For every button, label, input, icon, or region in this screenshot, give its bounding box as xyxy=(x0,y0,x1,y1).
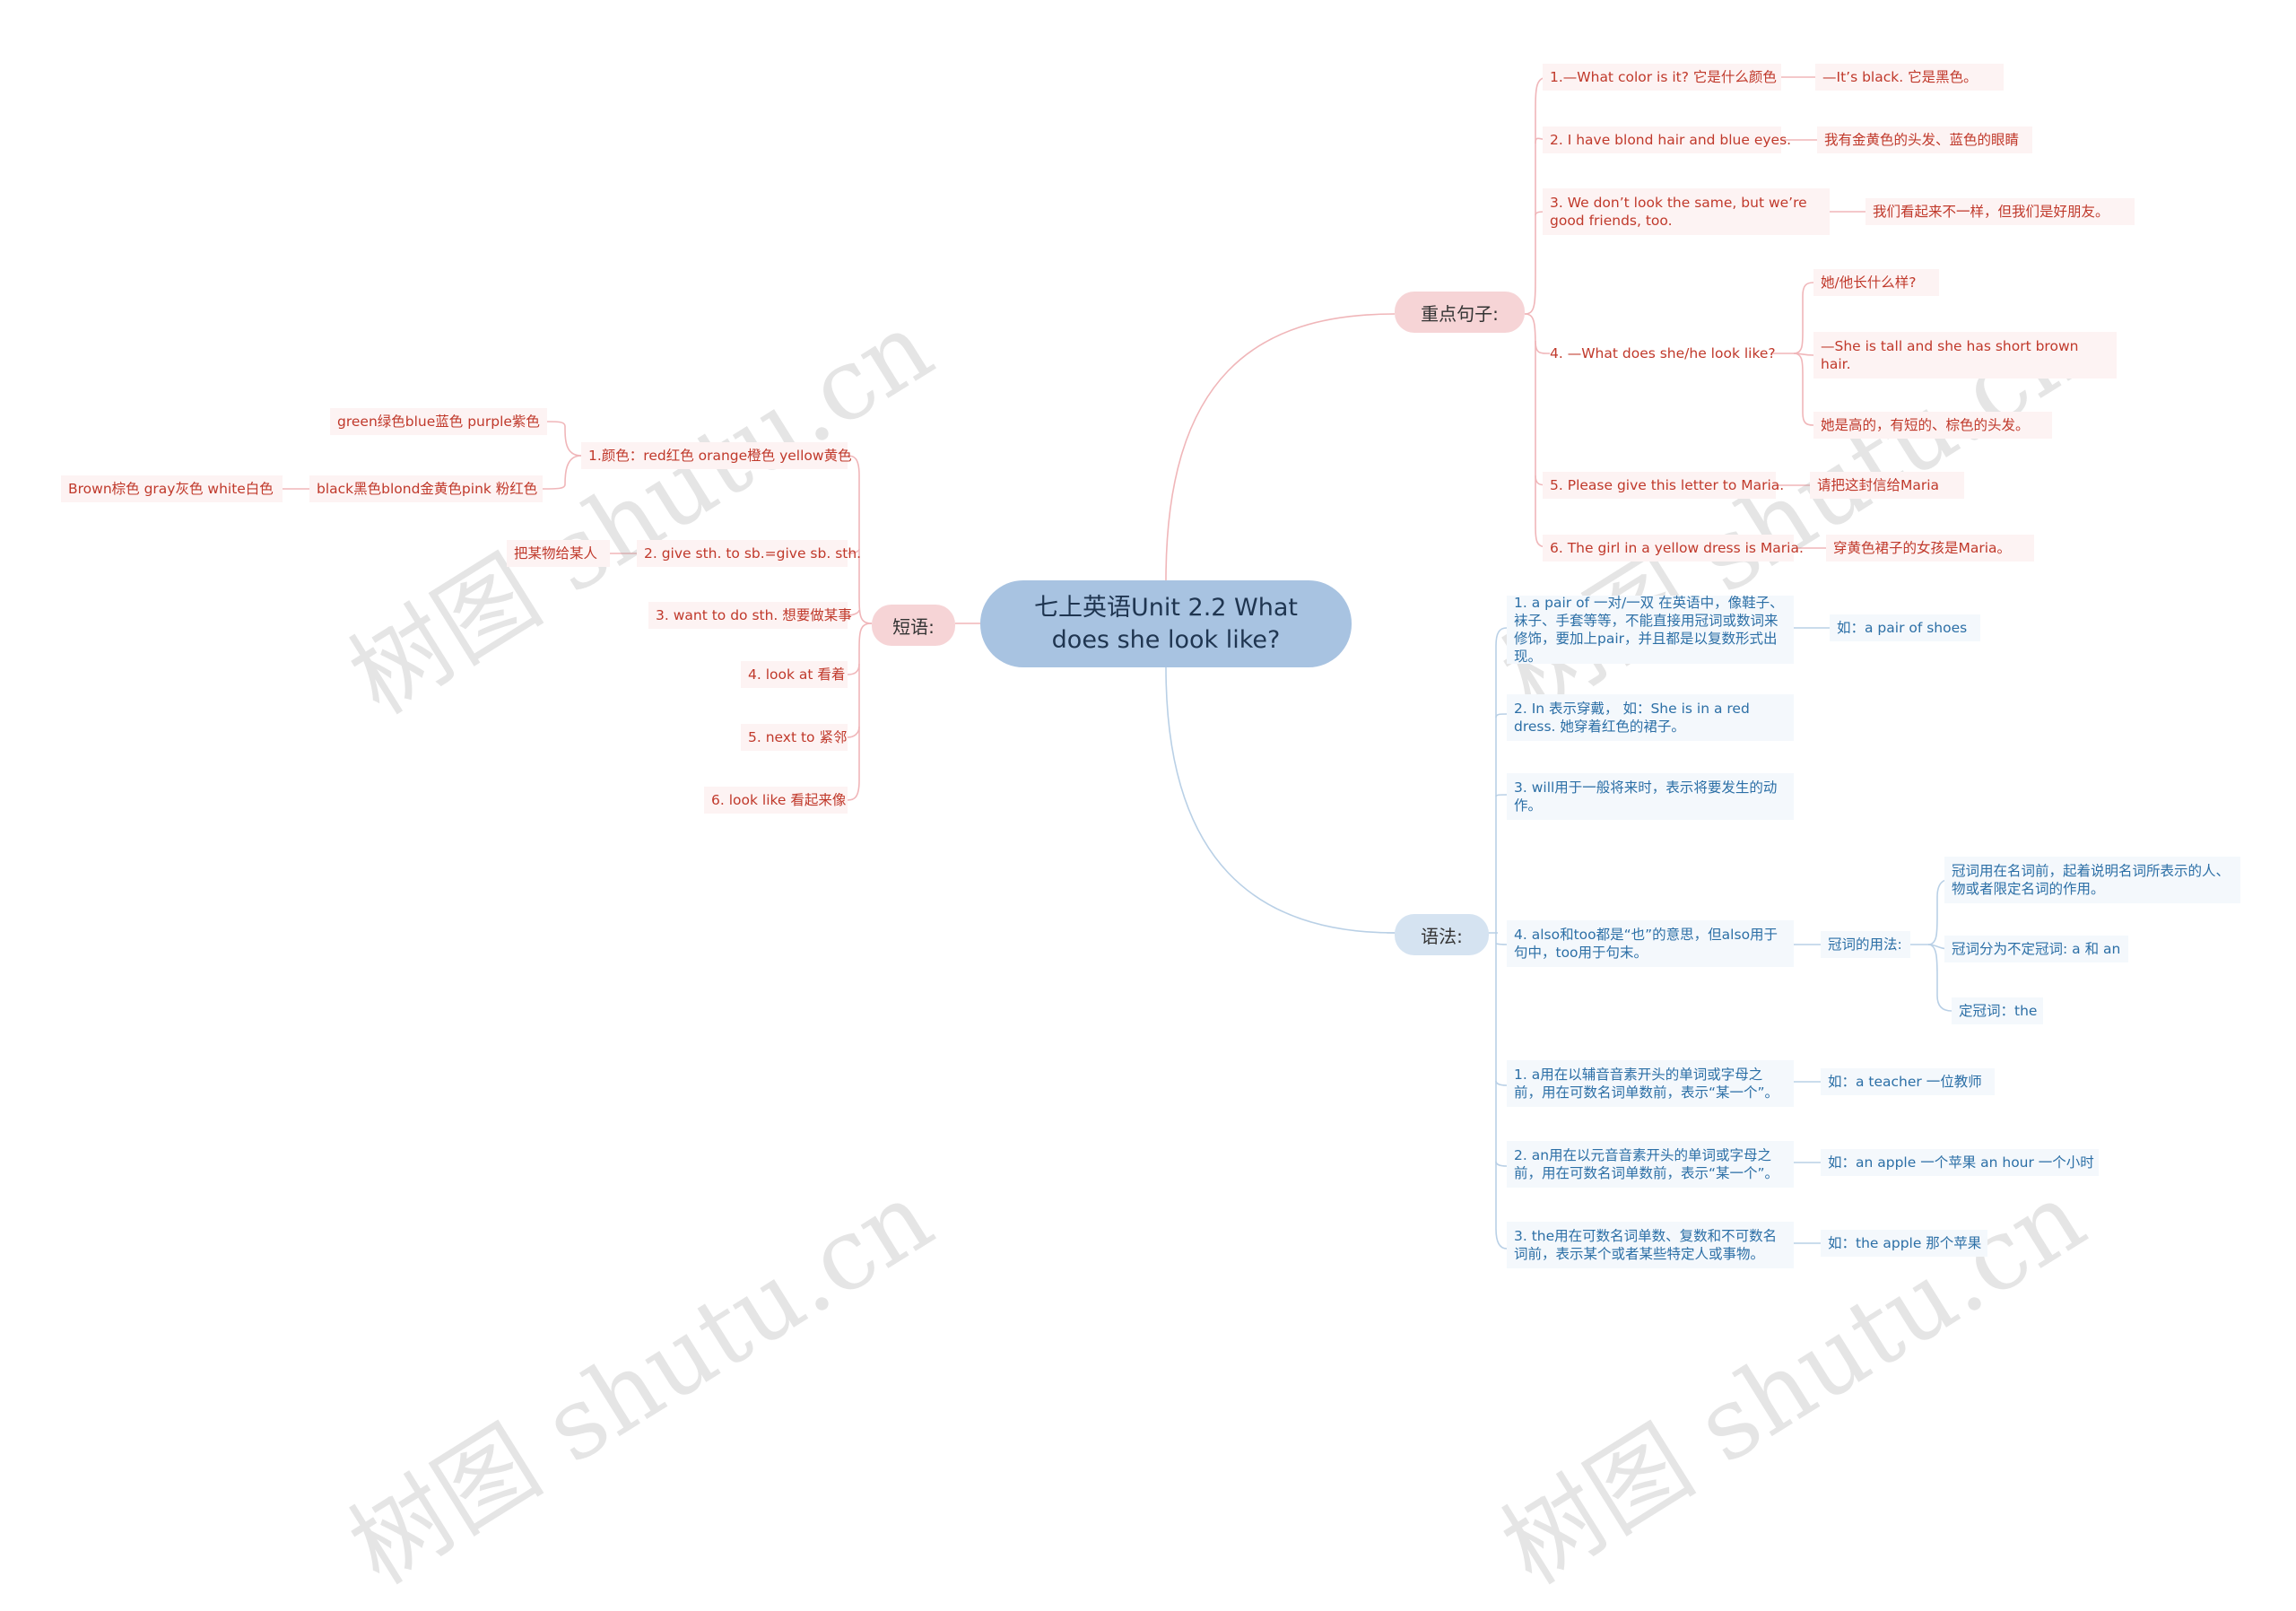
grammar-4-articles[interactable]: 冠词的用法: xyxy=(1821,931,1910,958)
grammar-2[interactable]: 2. In 表示穿戴， 如：She is in a red dress. 她穿着… xyxy=(1507,694,1794,741)
branch-key-sentences[interactable]: 重点句子: xyxy=(1395,292,1525,333)
key-sentence-3-answer[interactable]: 我们看起来不一样，但我们是好朋友。 xyxy=(1866,198,2135,225)
phrase-1-colors-a[interactable]: green绿色blue蓝色 purple紫色 xyxy=(330,408,547,435)
grammar-1[interactable]: 1. a pair of 一对/一双 在英语中，像鞋子、袜子、手套等等，不能直接… xyxy=(1507,595,1794,665)
phrase-4[interactable]: 4. look at 看着 xyxy=(741,661,848,688)
key-sentence-1-answer[interactable]: —It’s black. 它是黑色。 xyxy=(1815,64,2004,91)
phrase-3[interactable]: 3. want to do sth. 想要做某事 xyxy=(648,602,852,629)
key-sentence-6-answer[interactable]: 穿黄色裙子的女孩是Maria。 xyxy=(1826,535,2034,562)
grammar-5[interactable]: 1. a用在以辅音音素开头的单词或字母之前，用在可数名词单数前，表示“某一个”。 xyxy=(1507,1060,1794,1107)
key-sentence-4-answer-c[interactable]: 她是高的，有短的、棕色的头发。 xyxy=(1813,412,2052,439)
key-sentence-4-answer-a[interactable]: 她/他长什么样? xyxy=(1813,269,1939,296)
key-sentence-6[interactable]: 6. The girl in a yellow dress is Maria. xyxy=(1543,535,1804,562)
key-sentence-2[interactable]: 2. I have blond hair and blue eyes. xyxy=(1543,126,1791,153)
key-sentence-4[interactable]: 4. —What does she/he look like? xyxy=(1550,345,1776,361)
key-sentence-5-answer[interactable]: 请把这封信给Maria xyxy=(1810,472,1964,499)
grammar-4[interactable]: 4. also和too都是“也”的意思，但also用于句中，too用于句末。 xyxy=(1507,920,1794,967)
key-sentence-2-answer[interactable]: 我有金黄色的头发、蓝色的眼睛 xyxy=(1817,126,2032,153)
phrase-6[interactable]: 6. look like 看起来像 xyxy=(704,787,848,814)
grammar-6[interactable]: 2. an用在以元音音素开头的单词或字母之前，用在可数名词单数前，表示“某一个”… xyxy=(1507,1141,1794,1188)
grammar-7-example[interactable]: 如：the apple 那个苹果 xyxy=(1821,1230,1987,1257)
grammar-6-example[interactable]: 如：an apple 一个苹果 an hour 一个小时 xyxy=(1821,1149,2099,1176)
phrase-1-colors-c[interactable]: Brown棕色 gray灰色 white白色 xyxy=(61,475,283,502)
grammar-3[interactable]: 3. will用于一般将来时，表示将要发生的动作。 xyxy=(1507,773,1794,820)
grammar-7[interactable]: 3. the用在可数名词单数、复数和不可数名词前，表示某个或者某些特定人或事物。 xyxy=(1507,1222,1794,1268)
key-sentence-1[interactable]: 1.—What color is it? 它是什么颜色 xyxy=(1543,64,1781,91)
grammar-4-articles-c[interactable]: 定冠词：the xyxy=(1952,997,2043,1024)
grammar-4-articles-b[interactable]: 冠词分为不定冠词: a 和 an xyxy=(1944,936,2128,962)
phrase-2[interactable]: 2. give sth. to sb.=give sb. sth. xyxy=(637,540,861,567)
key-sentence-4-answer-b[interactable]: —She is tall and she has short brown hai… xyxy=(1813,332,2117,379)
key-sentence-5[interactable]: 5. Please give this letter to Maria. xyxy=(1543,472,1784,499)
phrase-5[interactable]: 5. next to 紧邻 xyxy=(741,724,848,751)
grammar-4-articles-a[interactable]: 冠词用在名词前，起着说明名词所表示的人、物或者限定名词的作用。 xyxy=(1944,857,2240,903)
root-topic[interactable]: 七上英语Unit 2.2 What does she look like? xyxy=(980,580,1352,667)
phrase-1[interactable]: 1.颜色：red红色 orange橙色 yellow黄色 xyxy=(581,442,852,469)
phrase-1-colors-b[interactable]: black黑色blond金黄色pink 粉红色 xyxy=(309,475,543,502)
grammar-1-example[interactable]: 如：a pair of shoes xyxy=(1830,614,1980,641)
key-sentence-3[interactable]: 3. We don’t look the same, but we’re goo… xyxy=(1543,188,1830,235)
phrase-2-meaning[interactable]: 把某物给某人 xyxy=(507,540,610,567)
grammar-5-example[interactable]: 如：a teacher 一位教师 xyxy=(1821,1068,1995,1095)
branch-grammar[interactable]: 语法: xyxy=(1395,914,1489,955)
branch-phrases[interactable]: 短语: xyxy=(872,605,955,646)
